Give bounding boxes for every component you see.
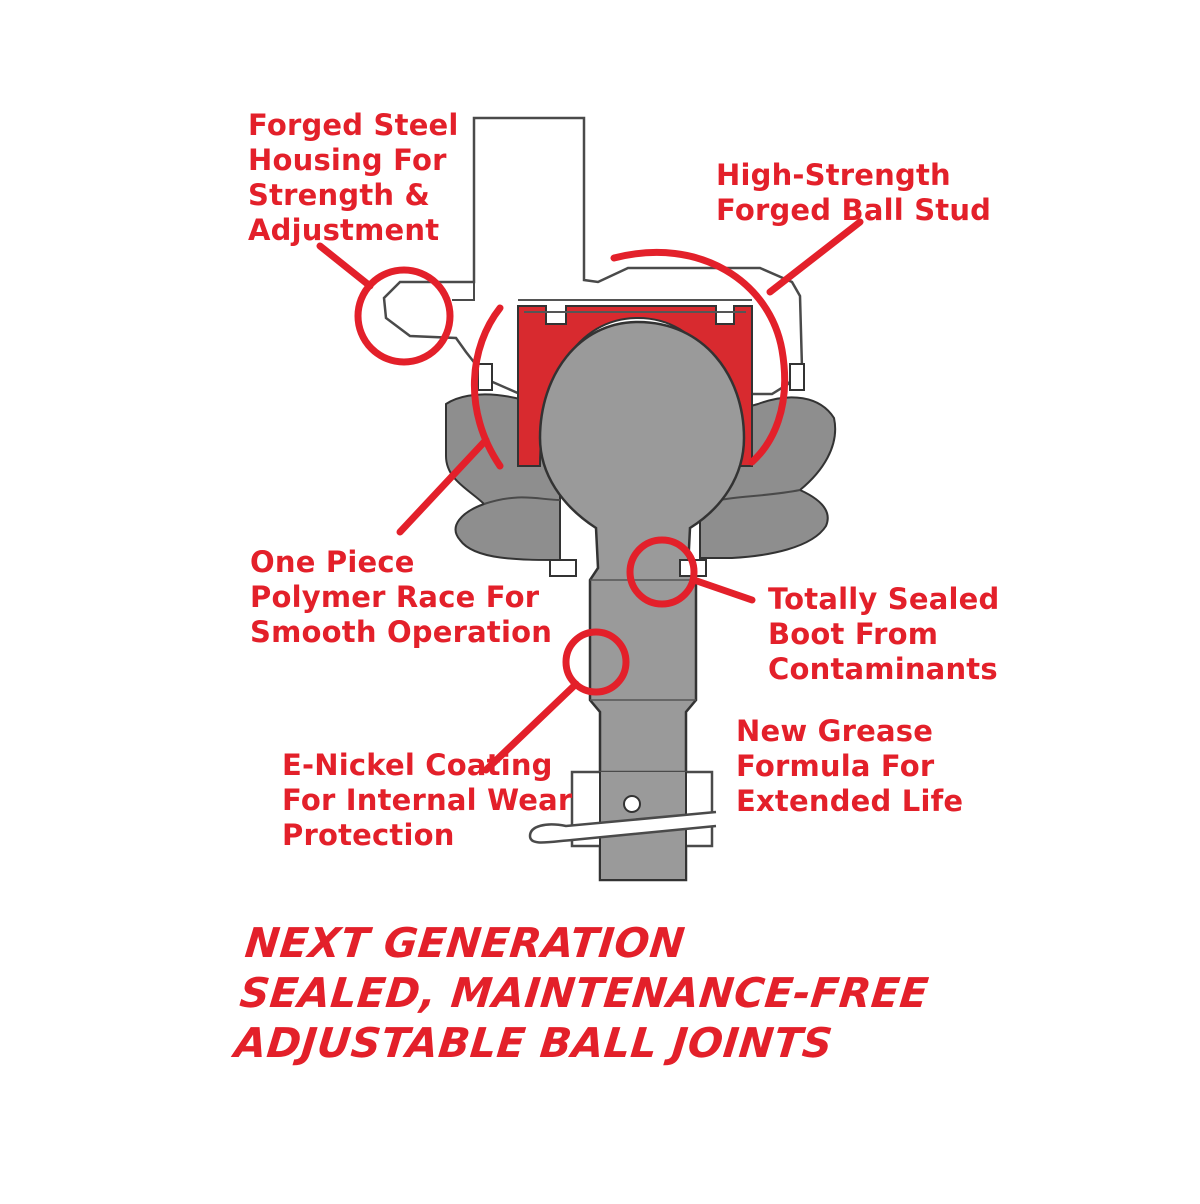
callout-housing-line: Adjustment	[248, 213, 440, 247]
callout-race-line: Smooth Operation	[250, 615, 553, 649]
callout-boot: Totally Sealed Boot From Contaminants	[768, 582, 999, 687]
coating-leader-line	[482, 680, 580, 774]
cotter-hole	[623, 795, 641, 813]
callout-grease: New Grease Formula For Extended Life	[736, 714, 963, 819]
housing-grease-fitting-right	[789, 363, 805, 391]
callout-housing-line: Strength &	[248, 178, 431, 212]
callout-markers	[316, 218, 864, 774]
callout-grease-line: New Grease	[736, 714, 934, 748]
headline-line: SEALED, MAINTENANCE-FREE	[237, 969, 932, 1017]
stud-neck-line	[590, 579, 696, 701]
callout-housing-line: Forged Steel	[248, 108, 459, 142]
ball-stud-leader-line	[766, 218, 864, 296]
bearing-seat	[518, 299, 752, 313]
callout-coating: E-Nickel Coating For Internal Wear Prote…	[282, 748, 572, 853]
housing-leader-line	[316, 242, 374, 290]
callout-race: One Piece Polymer Race For Smooth Operat…	[250, 545, 552, 650]
boot-leader-line	[690, 576, 756, 604]
callout-grease-line: Formula For	[736, 749, 935, 783]
boot-fold	[483, 489, 801, 505]
race-leader-line	[396, 436, 490, 536]
callout-boot-line: Totally Sealed	[768, 582, 1000, 616]
housing-callout-circle	[354, 266, 454, 366]
callout-ball-stud-line: Forged Ball Stud	[716, 193, 992, 227]
callout-housing-line: Housing For	[248, 143, 447, 177]
callout-housing: Forged Steel Housing For Strength & Adju…	[248, 108, 459, 248]
housing-grease-fitting	[477, 363, 493, 391]
callout-race-line: One Piece	[250, 545, 415, 579]
race-callout-arc	[471, 304, 504, 470]
callout-ball-stud-line: High-Strength	[716, 158, 951, 192]
callout-coating-line: E-Nickel Coating	[282, 748, 553, 782]
callout-grease-line: Extended Life	[736, 784, 964, 818]
callout-coating-line: Protection	[282, 818, 455, 852]
headline: NEXT GENERATION SEALED, MAINTENANCE-FREE…	[232, 918, 936, 1068]
ball-stud-callout-arc	[610, 248, 789, 466]
callout-coating-line: For Internal Wear	[282, 783, 573, 817]
callout-race-line: Polymer Race For	[250, 580, 540, 614]
callout-ball-stud: High-Strength Forged Ball Stud	[716, 158, 991, 228]
coating-callout-circle	[562, 628, 630, 696]
boot-callout-circle	[626, 536, 698, 608]
headline-line: ADJUSTABLE BALL JOINTS	[232, 1019, 836, 1067]
callout-boot-line: Contaminants	[768, 652, 998, 686]
cotter-pin	[528, 810, 717, 844]
housing-notch	[452, 282, 475, 301]
callout-boot-line: Boot From	[768, 617, 939, 651]
headline-line: NEXT GENERATION	[242, 919, 688, 967]
boot-clip-left	[549, 559, 577, 577]
